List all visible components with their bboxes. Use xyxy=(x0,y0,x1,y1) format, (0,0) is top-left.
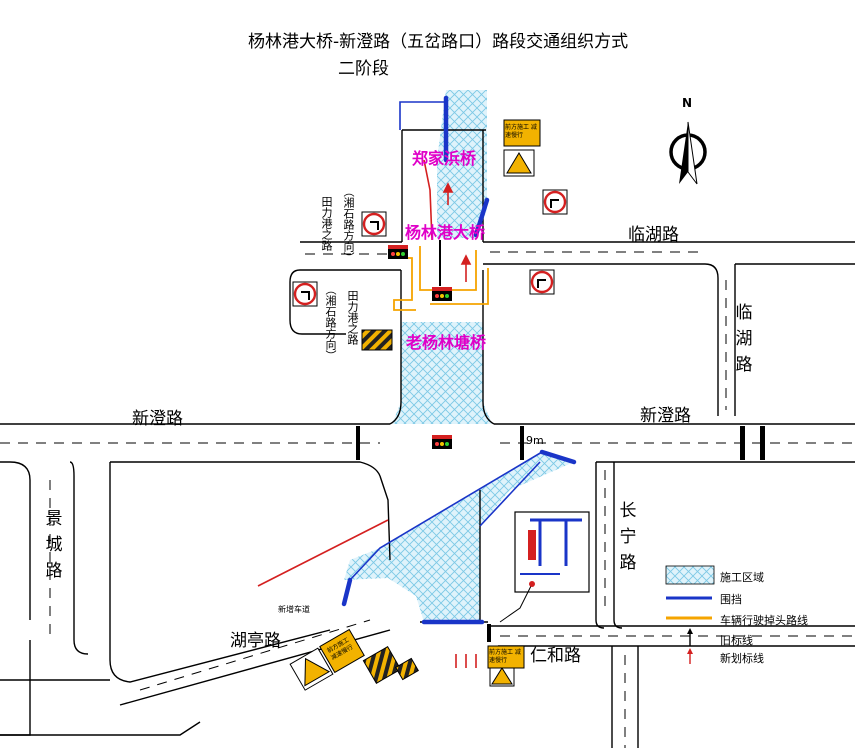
warning-triangle-sign-icon-bottom xyxy=(489,665,515,687)
map-title-line1: 杨林港大桥-新澄路（五岔路口）路段交通组织方式 xyxy=(248,32,629,52)
note-left-lower-a: 田力港之路 xyxy=(346,290,359,345)
work-ahead-sign-bottom-text: 前方施工 减速慢行 xyxy=(489,649,521,664)
north-arrow-icon xyxy=(669,121,707,185)
work-ahead-sign-top-board xyxy=(503,119,541,147)
warning-triangle-sign-icon-left xyxy=(289,647,334,691)
legend-label-u-turn: 车辆行驶掉头路线 xyxy=(720,614,808,627)
road-label-xincheng-right: 新澄路 xyxy=(640,406,691,426)
new-markings xyxy=(257,159,477,668)
map-title-line2: 二阶段 xyxy=(338,59,389,79)
no-left-turn-sign-icon xyxy=(361,211,387,237)
bridge-label-yanglingang: 杨林港大桥 xyxy=(405,223,486,242)
road-label-xincheng-left: 新澄路 xyxy=(132,409,183,429)
dimension-label-9m: 9m xyxy=(526,434,544,447)
note-left-upper-b: （湘石路方向） xyxy=(342,186,355,263)
work-ahead-sign-left-board xyxy=(319,628,365,674)
road-label-linhu-top: 临湖路 xyxy=(628,225,679,245)
work-ahead-sign-top-text: 前方施工 减速慢行 xyxy=(505,124,537,139)
no-right-turn-sign-icon-bottom xyxy=(529,269,555,295)
no-right-turn-sign-icon-top xyxy=(542,189,568,215)
lane-markings xyxy=(0,251,855,748)
turn-left-sign-icon xyxy=(292,281,318,307)
detail-inset xyxy=(499,511,590,623)
barricade-bridge-icon xyxy=(361,329,393,351)
traffic-light-xincheng xyxy=(432,435,452,449)
road-label-renhe: 仁和路 xyxy=(530,646,581,666)
traffic-light-top xyxy=(388,245,408,259)
bridge-label-zhengjiabang: 郑家浜桥 xyxy=(412,149,477,168)
construction-zone-bridge-south xyxy=(392,322,492,424)
road-label-jingcheng: 景城路 xyxy=(45,509,63,581)
note-left-upper-a: 田力港之路 xyxy=(320,196,333,251)
barriers xyxy=(341,95,577,625)
work-ahead-sign-bottom-board xyxy=(487,645,525,669)
road-label-changning: 长宁路 xyxy=(619,501,637,573)
legend-symbols xyxy=(665,565,715,664)
construction-zone-bridge-north xyxy=(437,90,487,238)
construction-zone-huting-wedge xyxy=(344,452,574,622)
traffic-light-bridge xyxy=(432,287,452,301)
compass-label: N xyxy=(682,96,693,110)
road-label-linhu-side: 临湖路 xyxy=(735,303,753,375)
lane-note-label: 新增车道 xyxy=(278,605,310,614)
legend-label-new-marking: 新划标线 xyxy=(720,652,764,665)
legend-label-construction: 施工区域 xyxy=(720,571,764,584)
legend-label-barrier: 围挡 xyxy=(720,593,742,606)
barrier-thin xyxy=(349,101,543,581)
legend-label-old-marking: 旧标线 xyxy=(720,634,753,647)
barricade-small-icon xyxy=(395,657,419,681)
warning-triangle-sign-icon-top xyxy=(503,149,535,177)
stop-lines xyxy=(356,426,765,642)
road-label-huting: 湖亭路 xyxy=(230,631,281,651)
note-left-lower-b: （湘石路方向） xyxy=(324,284,337,361)
road-outlines xyxy=(0,129,855,748)
barricade-bottom-icon xyxy=(362,646,402,684)
bridge-label-laoyanglintang: 老杨林塘桥 xyxy=(406,333,487,352)
